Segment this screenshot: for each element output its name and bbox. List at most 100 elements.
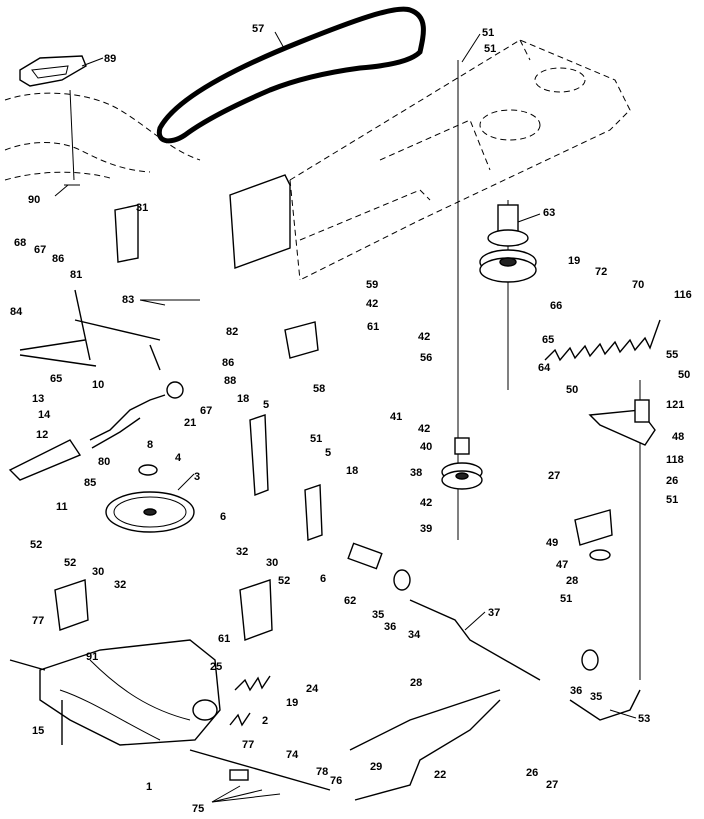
label-27: 27 (548, 470, 560, 482)
label-52: 52 (278, 575, 290, 587)
leader-lines (54, 31, 637, 803)
label-42: 42 (418, 423, 430, 435)
label-58: 58 (313, 383, 325, 395)
label-121: 121 (666, 399, 684, 411)
label-12: 12 (36, 429, 48, 441)
label-67: 67 (200, 405, 212, 417)
label-2: 2 (262, 715, 268, 727)
label-82: 82 (226, 326, 238, 338)
part-number-labels: 57 51 51 89 90 31 63 19 72 70 116 68 67 … (10, 23, 692, 815)
label-26: 26 (526, 767, 538, 779)
label-77: 77 (242, 739, 254, 751)
label-51: 51 (666, 494, 678, 506)
label-19: 19 (568, 255, 580, 267)
label-81: 81 (70, 269, 82, 281)
rods (347, 542, 641, 801)
label-49: 49 (546, 537, 558, 549)
label-56: 56 (420, 352, 432, 364)
label-28: 28 (410, 677, 422, 689)
label-51: 51 (560, 593, 572, 605)
label-90: 90 (28, 194, 40, 206)
label-72: 72 (595, 266, 607, 278)
label-11: 11 (56, 501, 68, 513)
label-61: 61 (218, 633, 230, 645)
label-13: 13 (32, 393, 44, 405)
label-52: 52 (30, 539, 42, 551)
fender-outline (4, 55, 201, 186)
label-26: 26 (666, 475, 678, 487)
label-62: 62 (344, 595, 356, 607)
label-67: 67 (34, 244, 46, 256)
label-1: 1 (146, 781, 152, 793)
label-118: 118 (666, 454, 684, 466)
label-61: 61 (367, 321, 379, 333)
label-36: 36 (384, 621, 396, 633)
label-50: 50 (566, 384, 578, 396)
label-35: 35 (590, 691, 602, 703)
label-19: 19 (286, 697, 298, 709)
label-80: 80 (98, 456, 110, 468)
label-38: 38 (410, 467, 422, 479)
label-55: 55 (666, 349, 678, 361)
shift-linkage (8, 289, 184, 481)
transaxle-1 (9, 639, 331, 791)
frame-outline (229, 39, 631, 281)
label-24: 24 (306, 683, 319, 695)
label-5: 5 (325, 447, 331, 459)
label-51: 51 (310, 433, 322, 445)
label-27: 27 (546, 779, 558, 791)
label-70: 70 (632, 279, 644, 291)
label-51: 51 (484, 43, 496, 55)
label-116: 116 (674, 289, 692, 301)
label-18: 18 (346, 465, 358, 477)
label-65: 65 (542, 334, 554, 346)
label-40: 40 (420, 441, 432, 453)
label-18: 18 (237, 393, 249, 405)
label-39: 39 (420, 523, 432, 535)
label-74: 74 (286, 749, 299, 761)
label-36: 36 (570, 685, 582, 697)
label-15: 15 (32, 725, 44, 737)
label-83: 83 (122, 294, 134, 306)
label-91: 91 (86, 651, 98, 663)
label-86: 86 (222, 357, 234, 369)
label-22: 22 (434, 769, 446, 781)
brackets (54, 204, 613, 641)
label-84: 84 (10, 306, 23, 318)
label-47: 47 (556, 559, 568, 571)
label-28: 28 (566, 575, 578, 587)
label-88: 88 (224, 375, 236, 387)
transaxle-pulley-3 (105, 464, 195, 533)
label-6: 6 (320, 573, 326, 585)
label-14: 14 (38, 409, 51, 421)
label-32: 32 (114, 579, 126, 591)
pulley-63 (479, 204, 537, 283)
label-10: 10 (92, 379, 104, 391)
label-21: 21 (184, 417, 196, 429)
label-8: 8 (147, 439, 153, 451)
label-76: 76 (330, 775, 342, 787)
label-41: 41 (390, 411, 402, 423)
label-64: 64 (538, 362, 551, 374)
label-42: 42 (420, 497, 432, 509)
label-30: 30 (266, 557, 278, 569)
label-59: 59 (366, 279, 378, 291)
label-5: 5 (263, 399, 269, 411)
label-51: 51 (482, 27, 494, 39)
label-66: 66 (550, 300, 562, 312)
label-25: 25 (210, 661, 222, 673)
bracket-48 (588, 399, 656, 561)
label-68: 68 (14, 237, 26, 249)
label-63: 63 (543, 207, 555, 219)
label-77: 77 (32, 615, 44, 627)
label-48: 48 (672, 431, 684, 443)
label-34: 34 (408, 629, 421, 641)
label-75: 75 (192, 803, 204, 815)
label-42: 42 (366, 298, 378, 310)
springs (229, 319, 661, 727)
label-53: 53 (638, 713, 650, 725)
drive-belt (156, 6, 426, 144)
idler-pulley-38 (441, 437, 483, 490)
